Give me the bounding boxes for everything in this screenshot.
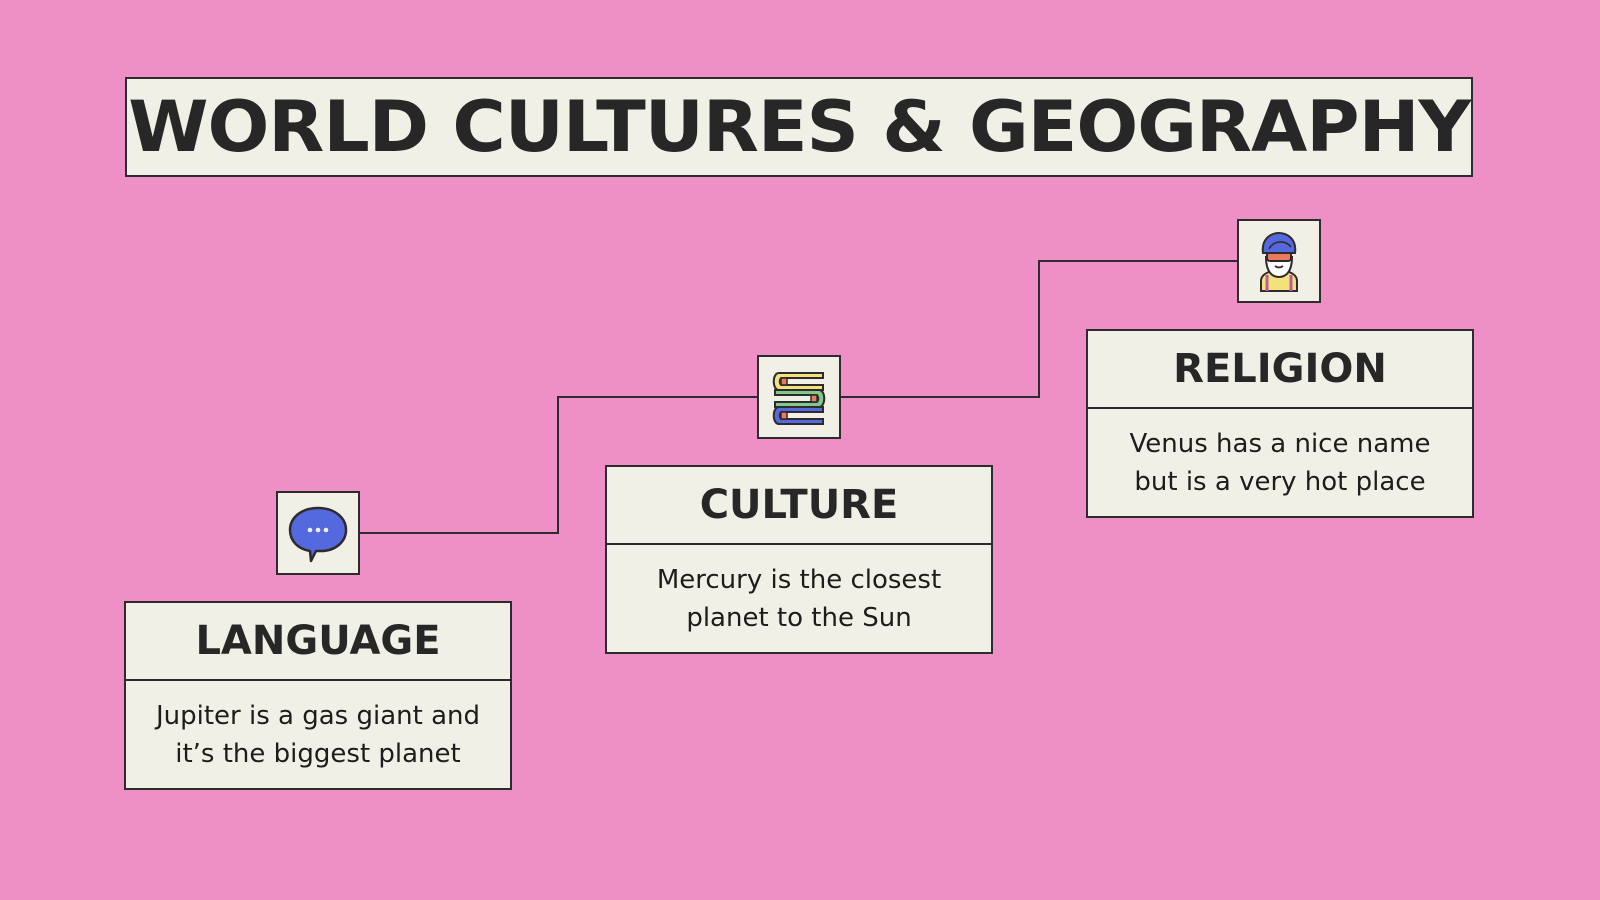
- speech-bubble-icon: [288, 506, 348, 563]
- turbaned-man-icon: [1260, 231, 1298, 292]
- stack-of-books-icon: [772, 372, 826, 425]
- page-title: WORLD CULTURES & GEOGRAPHY: [128, 86, 1471, 168]
- religion-description: Venus has a nice name but is a very hot …: [1088, 409, 1472, 517]
- culture-description-line1: Mercury is the closest: [656, 565, 942, 595]
- language-card: LANGUAGE Jupiter is a gas giant and it’s…: [124, 601, 512, 790]
- title-banner: WORLD CULTURES & GEOGRAPHY: [125, 77, 1473, 177]
- language-icon-box: [276, 491, 360, 575]
- culture-heading: CULTURE: [607, 467, 991, 545]
- religion-icon-box: [1237, 219, 1321, 303]
- language-description: Jupiter is a gas giant and it’s the bigg…: [126, 681, 510, 789]
- language-heading: LANGUAGE: [126, 603, 510, 681]
- religion-card: RELIGION Venus has a nice name but is a …: [1086, 329, 1474, 518]
- language-description-line1: Jupiter is a gas giant and: [155, 701, 480, 731]
- culture-icon-box: [757, 355, 841, 439]
- culture-description: Mercury is the closest planet to the Sun: [607, 545, 991, 653]
- language-description-line2: it’s the biggest planet: [175, 739, 461, 769]
- culture-description-line2: planet to the Sun: [686, 603, 912, 633]
- religion-heading: RELIGION: [1088, 331, 1472, 409]
- religion-description-line2: but is a very hot place: [1134, 467, 1426, 497]
- culture-card: CULTURE Mercury is the closest planet to…: [605, 465, 993, 654]
- religion-description-line1: Venus has a nice name: [1129, 429, 1431, 459]
